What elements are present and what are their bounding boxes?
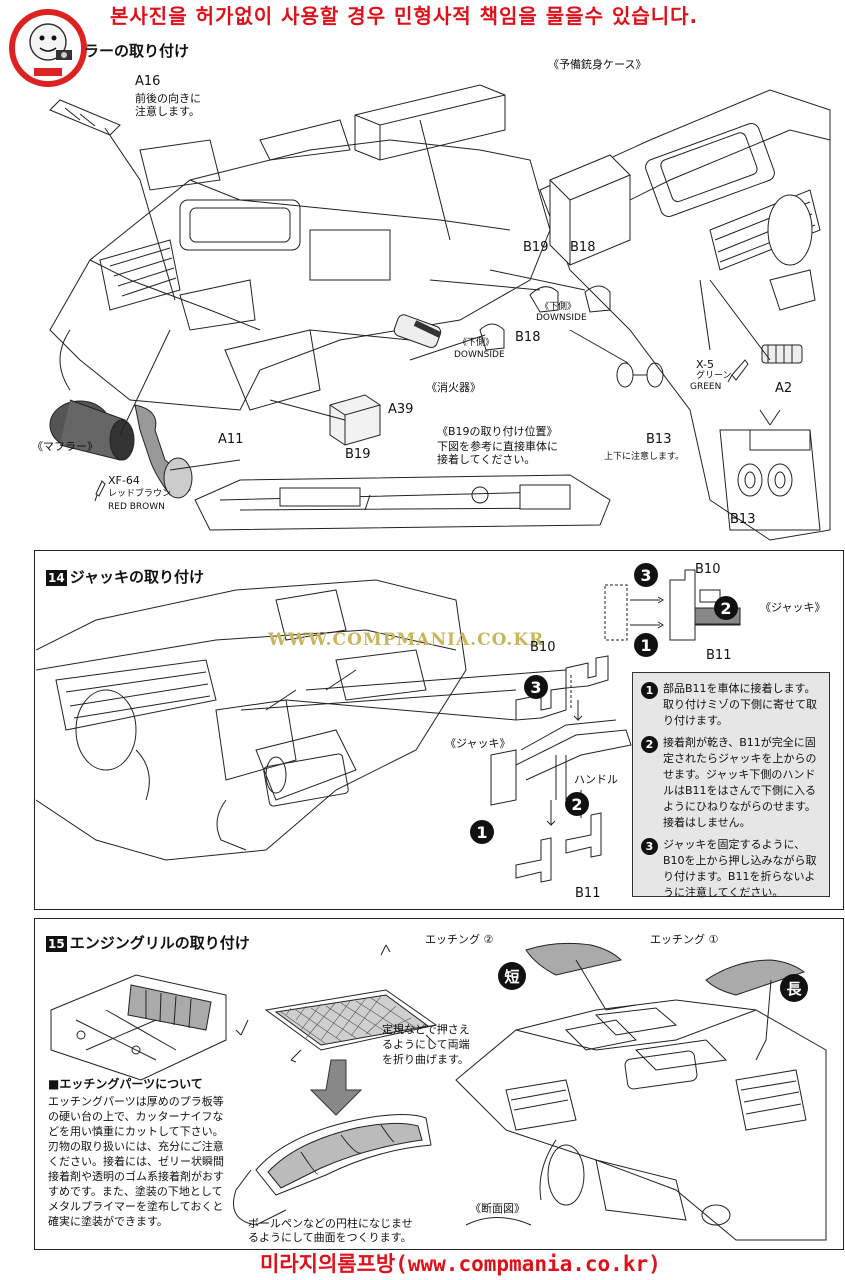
paint-xf64-jp: レッドブラウン [108,489,172,499]
part-b18-label: B18 [570,240,596,255]
downside-jp-label: 《下側》 [540,302,577,312]
b19-position-note: 下図を参考に直接車体に 接着してください。 [437,440,558,466]
step14-title-text: ジャッキの取り付け [69,568,204,586]
part-b19-label-2: B19 [345,447,371,462]
paint-x5-jp: グリーン [696,371,732,381]
cross-section-label: 《断面図》 [470,1202,525,1215]
step14-callout-2: 2 [565,792,589,816]
b13-note: 上下に注意します。 [604,452,685,462]
part-a11-label: A11 [218,432,244,447]
note-text-2: 接着剤が乾き、B11が完全に固定されたらジャッキを上からのせます。ジャッキ下側の… [663,736,817,829]
b19-position-title: 《B19の取り付け位置》 [437,425,558,438]
inset-b11-label: B11 [706,648,732,663]
site-banner: 미라지의롬프방(www.compmania.co.kr) [260,1252,661,1276]
note-item-2: 2 接着剤が乾き、B11が完全に固定されたらジャッキを上からのせます。ジャッキ下… [641,735,823,831]
part-a39-label: A39 [388,402,414,417]
part-b18-label-2: B18 [515,330,541,345]
spare-barrel-case-label: 《予備銃身ケース》 [548,58,647,71]
note-number-1: 1 [641,682,658,699]
inset-callout-2: 2 [714,596,738,620]
inset-callout-3: 3 [634,563,658,587]
short-badge: 短 [498,962,526,990]
note-text-3: ジャッキを固定するように、B10を上から押し込みながら取り付けます。B11を折ら… [663,838,817,899]
copyright-banner: 본사진을 허가없이 사용할 경우 민형사적 책임을 물을수 있습니다. [110,4,699,28]
part-b13-label: B13 [646,432,672,447]
watermark-text: WWW.COMPMANIA.CO.KR [268,630,545,650]
part-b19-label: B19 [523,240,549,255]
inset-b10-label: B10 [695,562,721,577]
paint-x5-en: GREEN [690,382,722,392]
paint-xf64-label: XF-64 [108,474,140,487]
step15-title-text: エンジングリルの取り付け [69,934,250,952]
part-b10-label: B10 [530,640,556,655]
step15-panel [34,918,844,1250]
long-badge: 長 [780,974,808,1002]
etching-parts-note: ■エッチングパーツについて エッチングパーツは厚めのプラ板等の硬い台の上で、カッ… [48,1077,228,1229]
paintbrush-icon [94,480,106,502]
step14-number: 14 [46,570,67,586]
paint-x5-label: X-5 [696,358,714,371]
curve-instruction: ボールペンなどの円柱になじませ るようにして曲面をつくります。 [248,1217,413,1244]
jack-label: 《ジャッキ》 [445,737,511,750]
fire-extinguisher-label: 《消火器》 [426,381,481,394]
note-item-3: 3 ジャッキを固定するように、B10を上から押し込みながら取り付けます。B11を… [641,837,823,901]
step14-illustration [36,560,646,905]
part-b11-label: B11 [575,886,601,901]
step14-callout-1: 1 [470,820,494,844]
step13-illustration [10,30,840,545]
step14-notes: 1 部品B11を車体に接着します。取り付けミゾの下側に寄せて取り付けます。 2 … [632,672,830,899]
step15-number: 15 [46,936,67,952]
mascot-logo [8,4,88,94]
step15-illustration [36,940,842,1246]
bend-instruction: 定規などで押さえ るようにして両端 を折り曲げます。 [382,1023,470,1066]
downside-jp-label-2: 《下側》 [458,338,495,348]
etching-parts-heading: ■エッチングパーツについて [48,1077,203,1091]
note-text-1: 部品B11を車体に接着します。取り付けミゾの下側に寄せて取り付けます。 [663,682,817,727]
etching-parts-body: エッチングパーツは厚めのプラ板等の硬い台の上で、カッターナイフなどを用い慎重にカ… [48,1095,224,1228]
a16-orientation-note: 前後の向きに 注意します。 [135,92,201,118]
etching-2-label: エッチング ② [425,933,494,946]
part-a2-label: A2 [775,381,793,396]
inset-jack-label: 《ジャッキ》 [760,601,826,614]
note-item-1: 1 部品B11を車体に接着します。取り付けミゾの下側に寄せて取り付けます。 [641,681,823,729]
muffler-label: 《マフラー》 [32,440,98,453]
part-b13-label-2: B13 [730,512,756,527]
downside-label-2: DOWNSIDE [454,350,505,360]
step14-callout-3: 3 [524,675,548,699]
step13-title: ラーの取り付け [84,42,190,60]
etching-1-label: エッチング ① [650,933,719,946]
handle-label: ハンドル [574,773,618,786]
inset-callout-1: 1 [634,633,658,657]
paint-xf64-en: RED BROWN [108,502,165,512]
downside-label: DOWNSIDE [536,313,587,323]
note-number-3: 3 [641,838,658,855]
note-number-2: 2 [641,736,658,753]
part-a16-label: A16 [135,74,161,89]
